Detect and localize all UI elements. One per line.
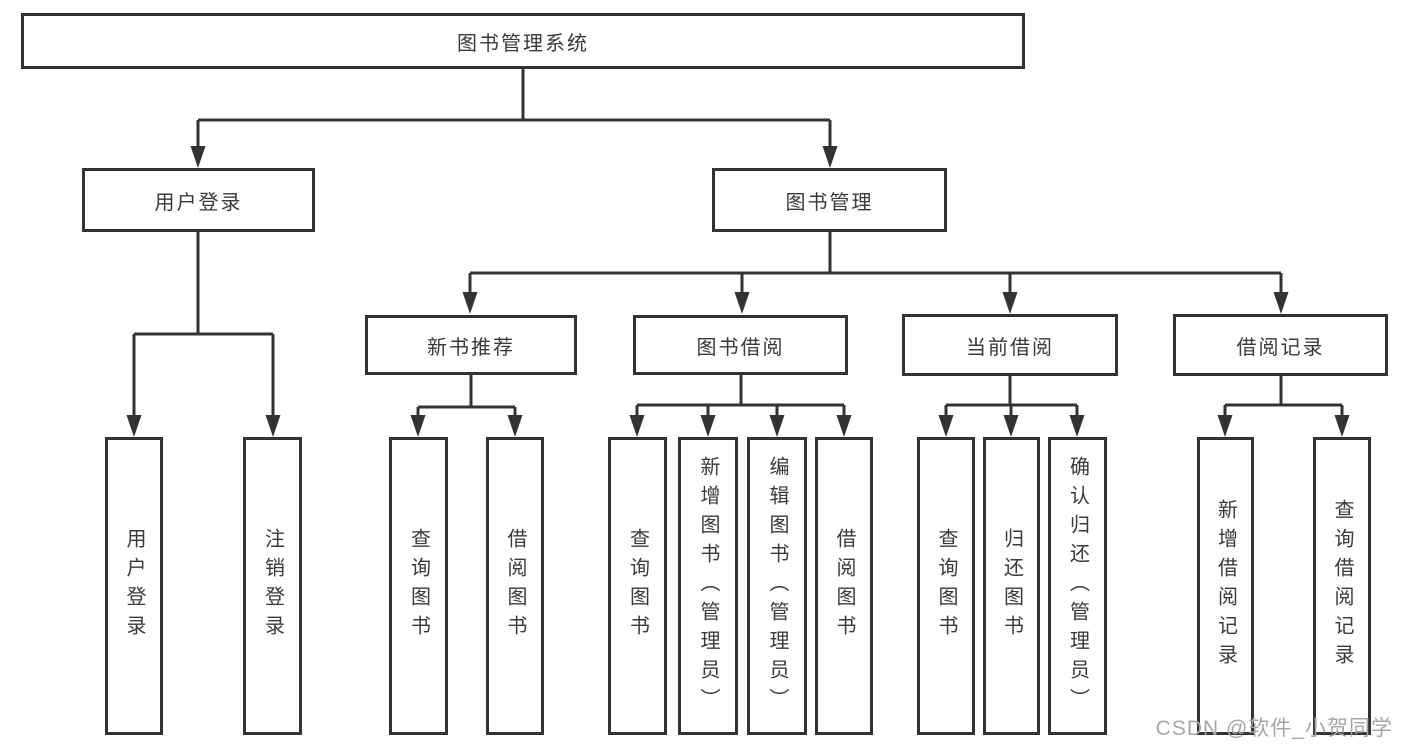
edge-userlogin-to-leaves: [132, 232, 275, 419]
leaf-logout: 注销登录: [243, 437, 302, 735]
arrowhead: [836, 415, 852, 437]
leaf-label: 新增图书（管理员）: [697, 455, 719, 717]
node-new-book-recommend: 新书推荐: [365, 315, 577, 375]
arrowhead: [462, 292, 478, 314]
node-label: 新书推荐: [427, 336, 515, 359]
node-label: 借阅记录: [1236, 336, 1325, 359]
node-label: 图书借阅: [696, 336, 785, 359]
leaf-label: 归还图书: [1000, 528, 1023, 644]
leaf-query-books-1: 查询图书: [389, 437, 448, 735]
arrowhead: [629, 415, 645, 437]
leaf-label: 查询图书: [935, 528, 957, 644]
node-root-system: 图书管理系统: [21, 13, 1025, 69]
edge-records-to-leaves: [1223, 376, 1344, 419]
arrowhead: [126, 415, 142, 437]
edge-root-to-level1: [196, 69, 832, 150]
leaf-edit-books-admin: 编辑图书（管理员）: [747, 437, 807, 735]
node-label: 图书管理: [785, 191, 874, 214]
leaf-label: 借阅图书: [833, 528, 855, 644]
leaf-confirm-return-admin: 确认归还（管理员）: [1048, 437, 1107, 735]
arrowhead: [822, 146, 838, 168]
arrowhead: [265, 415, 281, 437]
leaf-label: 查询借阅记录: [1331, 499, 1353, 673]
arrowhead: [1334, 415, 1350, 437]
edge-borrowing-to-leaves: [635, 375, 846, 419]
arrowhead: [769, 415, 785, 437]
arrowhead: [734, 292, 750, 314]
leaf-label: 新增借阅记录: [1214, 499, 1237, 673]
leaf-add-borrow-record: 新增借阅记录: [1197, 437, 1254, 735]
arrowhead: [507, 415, 523, 437]
arrowheads: [126, 146, 1350, 437]
arrowhead: [410, 415, 426, 437]
node-label: 用户登录: [154, 191, 243, 214]
leaf-query-borrow-record: 查询借阅记录: [1313, 437, 1371, 735]
csdn-watermark: CSDN @软件_小贺同学: [1155, 717, 1393, 740]
leaf-label: 查询图书: [407, 528, 430, 644]
leaf-borrow-books-2: 借阅图书: [815, 437, 873, 735]
leaf-add-books-admin: 新增图书（管理员）: [678, 437, 738, 735]
leaf-label: 注销登录: [261, 528, 284, 644]
leaf-return-books: 归还图书: [983, 437, 1040, 735]
leaf-label: 借阅图书: [504, 528, 526, 644]
node-label: 图书管理系统: [457, 32, 589, 55]
leaf-borrow-books-1: 借阅图书: [486, 437, 544, 735]
leaf-query-books-3: 查询图书: [917, 437, 975, 735]
leaf-label: 确认归还（管理员）: [1066, 455, 1089, 717]
arrowhead: [1002, 292, 1018, 314]
node-borrowing-records: 借阅记录: [1173, 314, 1388, 376]
edge-newbooks-to-leaves: [416, 375, 517, 419]
leaf-label: 用户登录: [123, 528, 145, 644]
arrowhead: [1003, 415, 1019, 437]
node-book-management-branch: 图书管理: [712, 168, 947, 232]
edge-current-to-leaves: [944, 376, 1079, 419]
node-user-login-branch: 用户登录: [82, 168, 315, 232]
arrowhead: [1069, 415, 1085, 437]
arrowhead: [190, 146, 206, 168]
leaf-label: 查询图书: [626, 528, 649, 644]
node-book-borrowing: 图书借阅: [633, 315, 848, 375]
arrowhead: [938, 415, 954, 437]
leaf-label: 编辑图书（管理员）: [766, 455, 788, 717]
node-current-borrowing: 当前借阅: [902, 314, 1118, 376]
arrowhead: [700, 415, 716, 437]
leaf-user-login: 用户登录: [105, 437, 163, 735]
edge-bookmgmt-to-groups: [468, 232, 1283, 296]
leaf-query-books-2: 查询图书: [608, 437, 667, 735]
arrowhead: [1217, 415, 1233, 437]
arrowhead: [1273, 292, 1289, 314]
node-label: 当前借阅: [966, 336, 1054, 359]
